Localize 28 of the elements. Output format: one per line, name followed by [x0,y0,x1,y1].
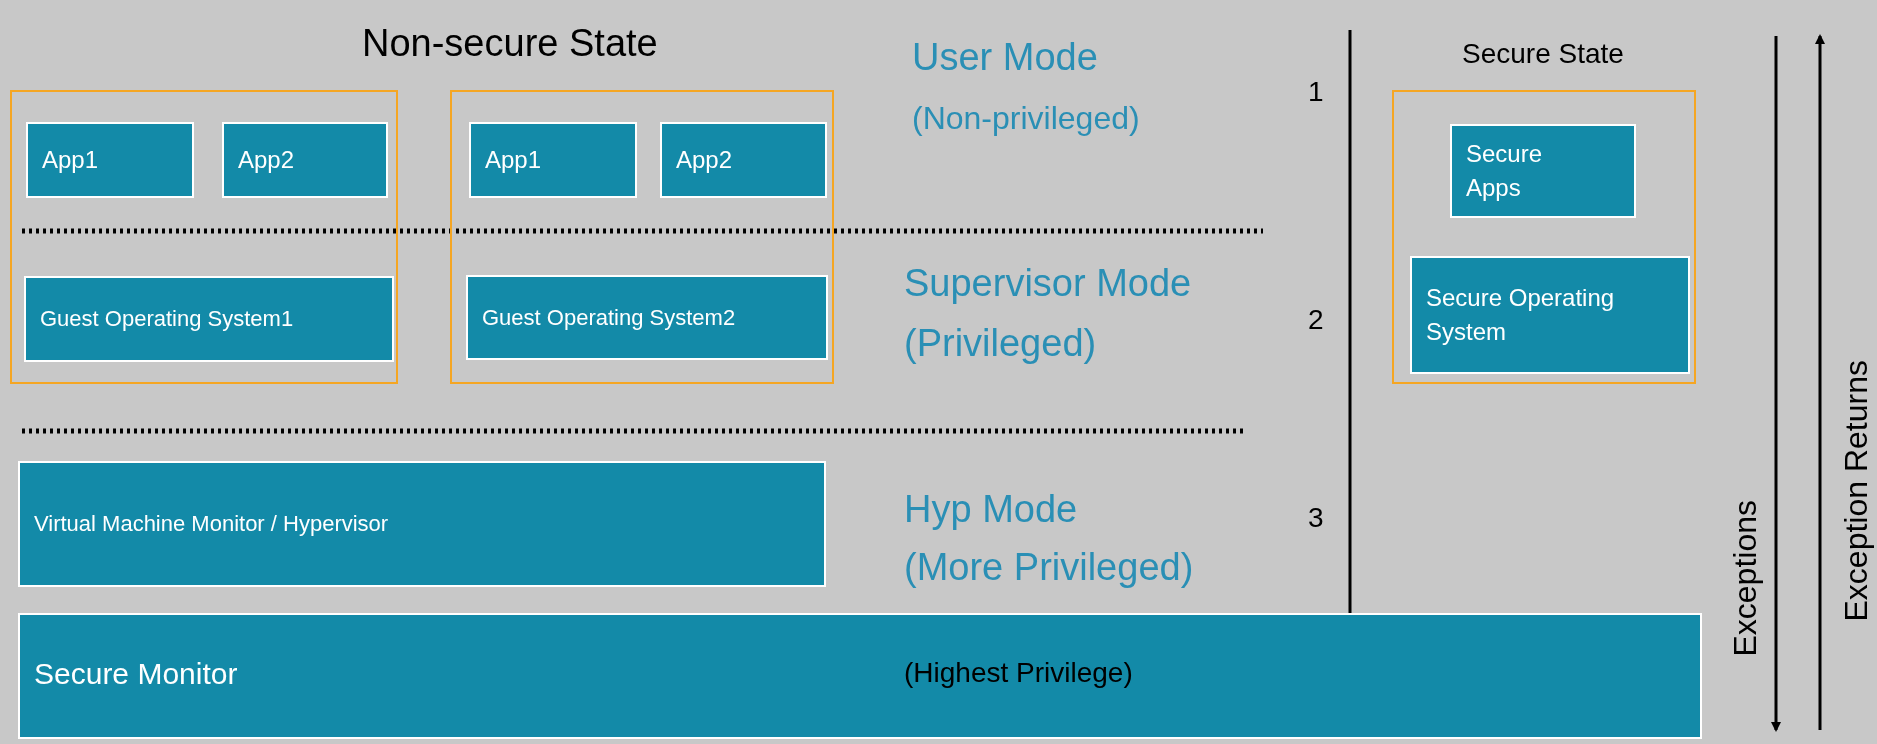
mode-label: Supervisor Mode [904,262,1192,305]
level-number: 1 [1308,76,1324,108]
privilege-label: (Privileged) [904,322,1097,365]
level-number: 3 [1308,502,1324,534]
os-box: Guest Operating System2 [466,275,828,360]
app-box: App2 [660,122,827,198]
privilege-label: (Highest Privilege) [904,657,1133,689]
app-box: Secure Apps [1450,124,1636,218]
os-box: Secure Operating System [1410,256,1690,374]
axis-label: Exception Returns [1838,360,1875,622]
monitor-label: Secure Monitor [34,657,238,691]
level-number: 2 [1308,304,1324,336]
app-box: App1 [469,122,637,198]
os-box: Guest Operating System1 [24,276,394,362]
group-frame [450,90,834,384]
hypervisor-box: Virtual Machine Monitor / Hypervisor [18,461,826,587]
group-frame [1392,90,1696,384]
state-heading: Secure State [1462,38,1624,70]
group-frame [10,90,398,384]
mode-label: Hyp Mode [904,488,1078,531]
axis-label: Exceptions [1727,500,1764,657]
state-heading: Non-secure State [362,22,658,65]
mode-label: User Mode [912,36,1098,79]
privilege-label: (Non-privileged) [912,100,1140,137]
app-box: App1 [26,122,194,198]
app-box: App2 [222,122,388,198]
monitor-bar [18,613,1702,739]
privilege-label: (More Privileged) [904,546,1194,589]
